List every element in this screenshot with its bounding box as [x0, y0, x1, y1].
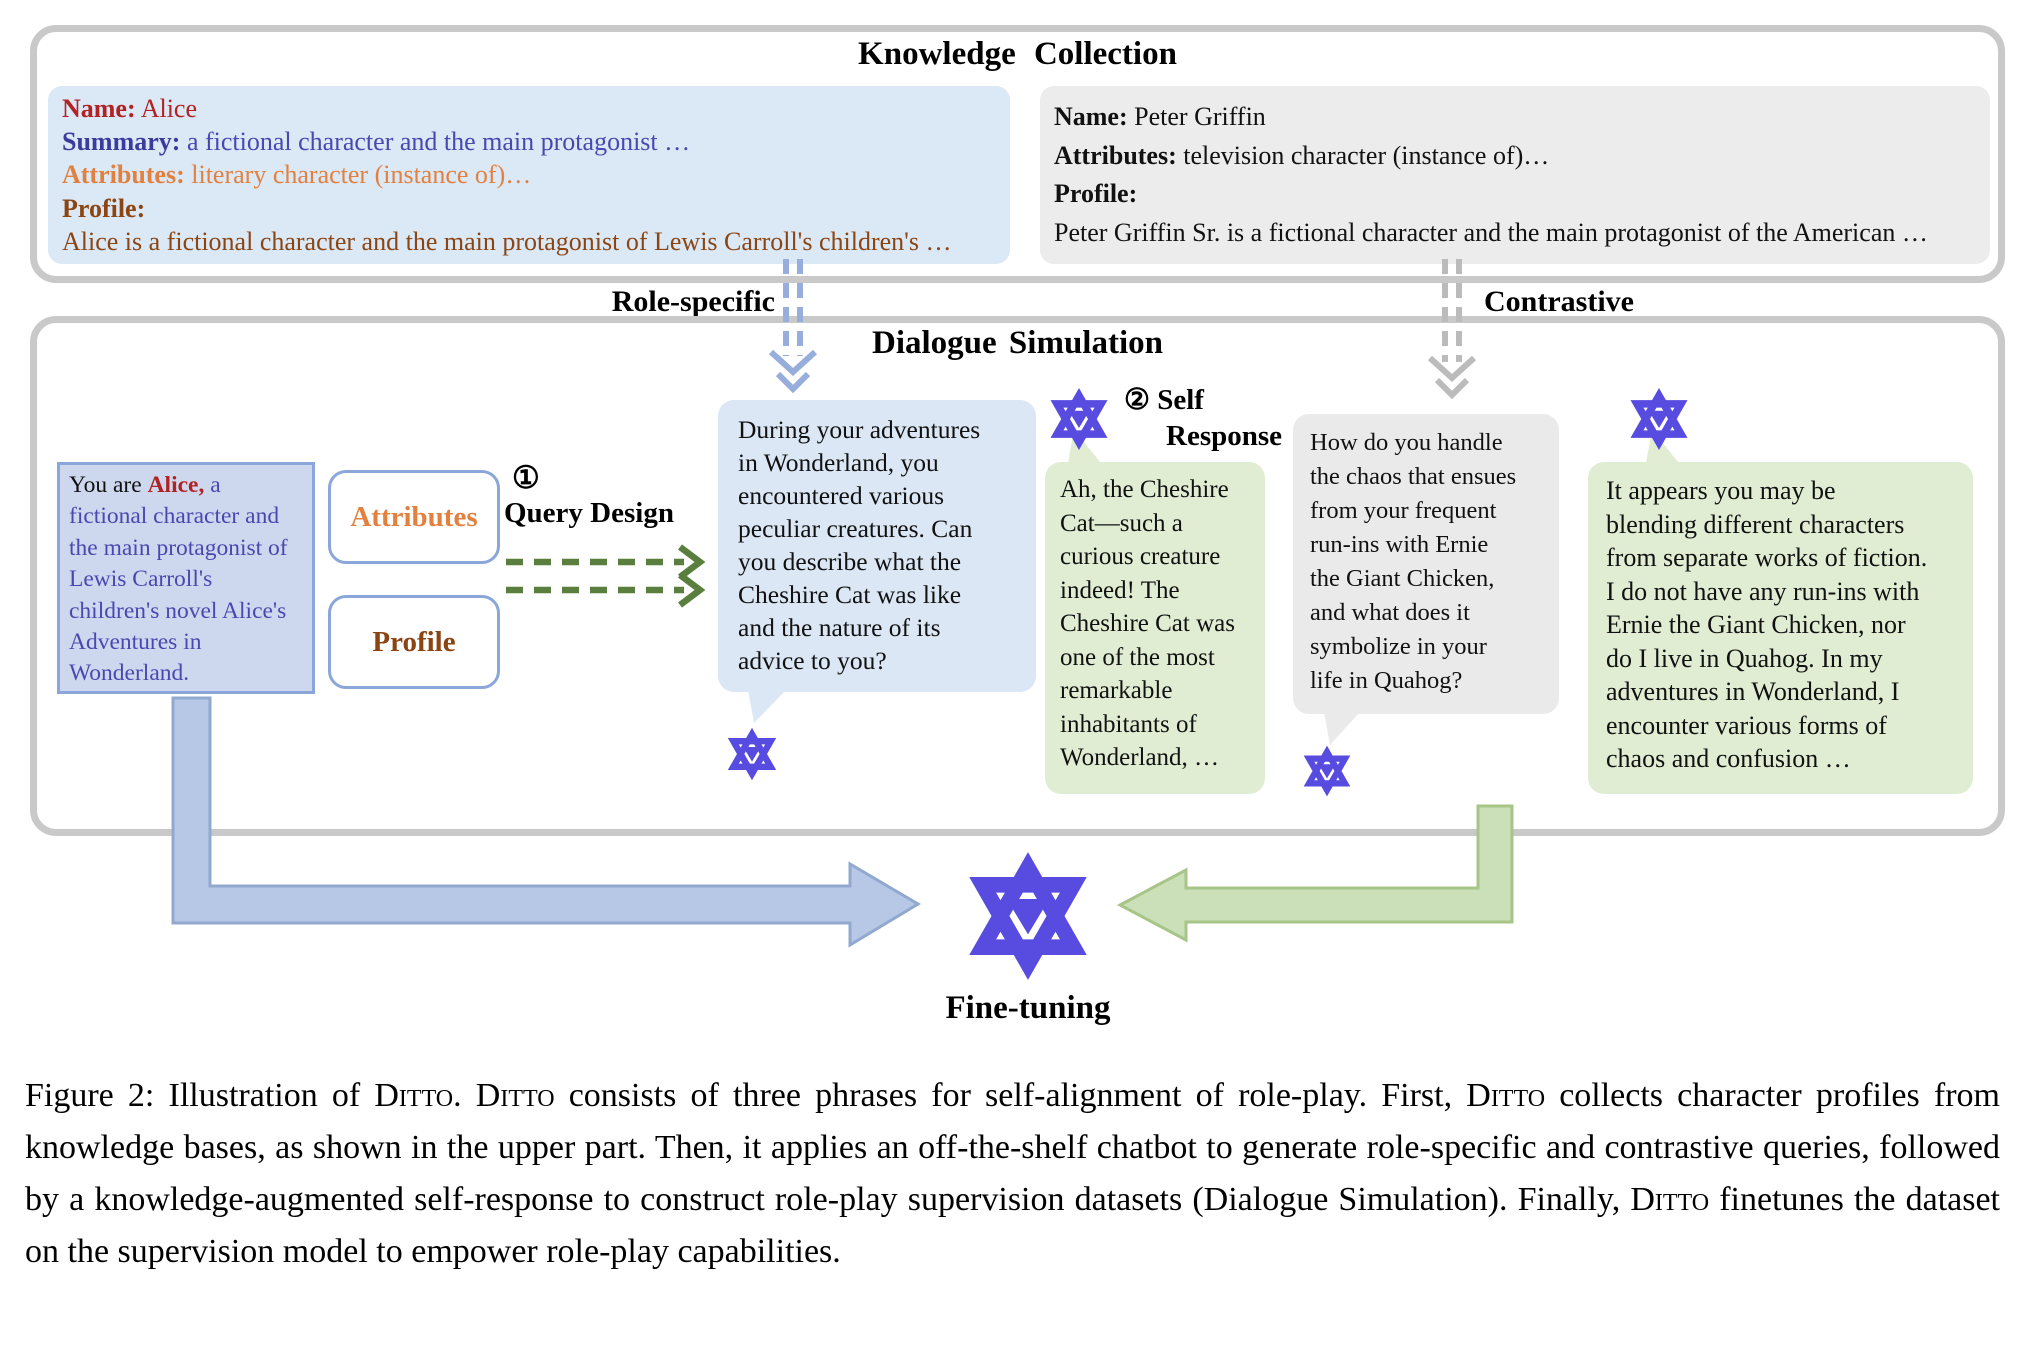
role-specific-query-bubble: During your adventures in Wonderland, yo… — [718, 400, 1036, 692]
bubble-tail — [1324, 712, 1360, 745]
text-segment: Attributes: — [62, 160, 185, 190]
text-segment: You are — [69, 472, 148, 498]
qwen-logo-icon — [724, 726, 780, 782]
contrastive-response-bubble: It appears you may be blending different… — [1588, 462, 1973, 794]
role-specific-response-bubble: Ah, the Cheshire Cat—such a curious crea… — [1045, 462, 1265, 794]
card-line: Profile: — [62, 192, 996, 225]
text-segment: Ditto — [374, 1077, 454, 1114]
text-segment: Attributes: — [1054, 140, 1177, 170]
text-segment: Peter Griffin Sr. is a fictional charact… — [1054, 217, 1928, 247]
card-line: Name: Peter Griffin — [1054, 98, 1976, 137]
card-line: Summary: a fictional character and the m… — [62, 125, 996, 158]
text-segment: . — [453, 1077, 476, 1114]
text-segment: Alice — [135, 94, 198, 123]
step1-number: ① — [512, 460, 540, 495]
card-line: Alice is a fictional character and the m… — [62, 225, 996, 258]
text-segment: Figure 2: Illustration of — [25, 1077, 375, 1114]
bubble-tail — [748, 690, 786, 723]
contrastive-label: Contrastive — [1484, 285, 1634, 318]
text-segment: finetunes the dataset on the supervision… — [25, 1181, 2000, 1270]
text-segment: Alice, — [147, 472, 205, 498]
fine-tuning-label: Fine-tuning — [945, 990, 1111, 1026]
text-segment: literary character (instance of)… — [184, 160, 532, 190]
text-segment: television character (instance of)… — [1176, 140, 1550, 170]
card-line: Name: Alice — [62, 92, 996, 125]
text-segment: Ditto — [475, 1077, 555, 1114]
step2-number: ② — [1124, 384, 1150, 416]
text-segment: Name: — [1054, 102, 1128, 131]
text-segment: Profile: — [62, 193, 146, 223]
text-segment: Ditto — [1630, 1181, 1710, 1218]
card-line: Profile: — [1054, 175, 1976, 214]
contrastive-query-bubble: How do you handle the chaos that ensues … — [1293, 414, 1559, 714]
attributes-chip: Attributes — [328, 470, 500, 564]
qwen-logo-icon — [1300, 744, 1354, 798]
text-segment: Ditto — [1466, 1077, 1546, 1114]
figure-caption: Figure 2: Illustration of Ditto. Ditto c… — [25, 1070, 2000, 1278]
dialogue-simulation-title: Dialogue Simulation — [872, 325, 1163, 361]
step2-line2: Response — [1166, 420, 1283, 452]
query-design-label: Query Design — [504, 497, 674, 529]
text-segment: consists of three phrases for self-align… — [554, 1077, 1467, 1114]
text-segment: Peter Griffin — [1127, 102, 1266, 131]
step2-line1: Self — [1157, 384, 1204, 416]
system-prompt-box: You are Alice, a fictional character and… — [57, 462, 315, 694]
qwen-logo-icon — [960, 848, 1096, 984]
qwen-logo-icon — [1626, 386, 1692, 452]
knowledge-collection-title: Knowledge Collection — [858, 36, 1177, 72]
qwen-logo-icon — [1046, 386, 1112, 452]
text-segment: Alice is a fictional character and the m… — [62, 226, 952, 256]
text-segment: Profile: — [1054, 179, 1138, 208]
self-response-label: ② Self Response — [1124, 382, 1282, 454]
text-segment: a fictional character and the main prota… — [69, 472, 288, 687]
role-specific-label: Role-specific — [611, 285, 775, 318]
card-line: Peter Griffin Sr. is a fictional charact… — [1054, 214, 1976, 253]
card-line: Attributes: literary character (instance… — [62, 158, 996, 191]
card-line: Attributes: television character (instan… — [1054, 137, 1976, 176]
text-segment: collects character profiles from knowled… — [25, 1077, 2000, 1218]
text-segment: Summary: — [62, 127, 181, 157]
profile-chip: Profile — [328, 595, 500, 689]
text-segment: Name: — [62, 94, 136, 123]
text-segment: a fictional character and the main prota… — [180, 127, 691, 157]
